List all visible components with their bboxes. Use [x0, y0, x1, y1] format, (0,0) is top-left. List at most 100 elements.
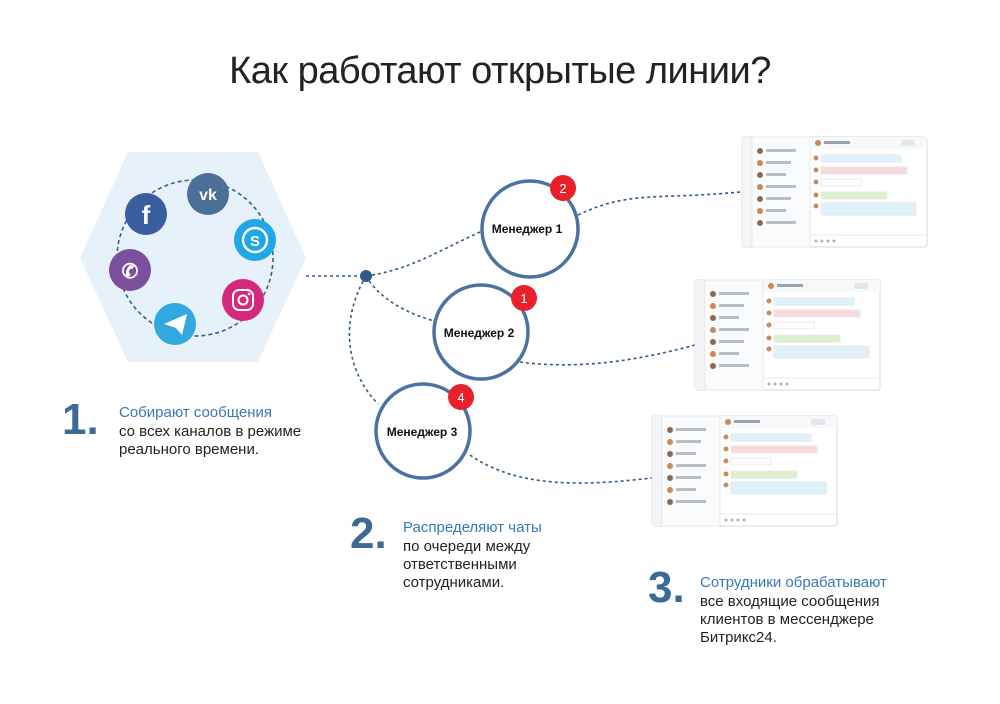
- contact-name: [676, 476, 701, 479]
- contact-name: [766, 197, 791, 200]
- message-avatar: [813, 167, 819, 173]
- message-avatar: [813, 179, 819, 185]
- manager-1-label: Менеджер 1: [492, 222, 563, 236]
- window-toolbar: [742, 137, 752, 247]
- contact-name: [766, 173, 786, 176]
- window-toolbar: [695, 280, 705, 390]
- contact-avatar: [667, 427, 673, 433]
- message-avatar: [723, 446, 729, 452]
- contact-avatar: [667, 463, 673, 469]
- chat-title: [824, 141, 850, 144]
- message-avatar: [723, 482, 729, 488]
- contact-name: [766, 149, 796, 152]
- contact-avatar: [667, 499, 673, 505]
- manager-3-node: Менеджер 3 4: [374, 382, 474, 480]
- manager-1-badge-count: 2: [559, 181, 566, 196]
- viber-icon: ✆: [109, 249, 151, 291]
- contact-name: [719, 364, 749, 367]
- svg-text:✆: ✆: [122, 261, 139, 283]
- contact-name: [676, 500, 706, 503]
- contact-avatar: [757, 184, 763, 190]
- contact-name: [766, 185, 796, 188]
- contact-name: [676, 428, 706, 431]
- input-tool-icon: [814, 239, 818, 243]
- skype-icon: S: [234, 219, 276, 261]
- message-bubble: [730, 433, 812, 442]
- input-tool-icon: [773, 382, 777, 386]
- svg-text:S: S: [250, 233, 260, 250]
- message-bubble: [773, 334, 841, 343]
- contact-avatar: [710, 351, 716, 357]
- chat-title: [734, 420, 760, 423]
- contact-avatar: [667, 487, 673, 493]
- manager-1-badge: [550, 175, 576, 201]
- contact-name: [676, 452, 696, 455]
- contact-name: [719, 304, 744, 307]
- step-2-heading: Распределяют чаты: [403, 519, 542, 536]
- message-bubble: [820, 202, 917, 216]
- manager-2-badge: [511, 285, 537, 311]
- contact-name: [719, 352, 739, 355]
- manager-3-badge-count: 4: [457, 390, 464, 405]
- chat-header: [720, 416, 837, 428]
- contact-name: [719, 328, 749, 331]
- message-avatar: [723, 434, 729, 440]
- contact-avatar: [757, 172, 763, 178]
- contacts-panel: [704, 279, 764, 391]
- svg-text:vk: vk: [199, 187, 217, 204]
- contact-avatar: [757, 220, 763, 226]
- contact-avatar: [757, 160, 763, 166]
- contact-avatar: [667, 475, 673, 481]
- chat-title: [777, 284, 803, 287]
- connector-hub-manager-2: [365, 275, 439, 323]
- contact-avatar: [757, 148, 763, 154]
- message-bubble: [820, 154, 902, 163]
- message-bubble: [773, 345, 870, 359]
- chat-header: [763, 280, 880, 292]
- message-bubble: [730, 470, 798, 479]
- message-avatar: [723, 471, 729, 477]
- message-avatar: [766, 310, 772, 316]
- step-1-heading: Собирают сообщения: [119, 404, 273, 421]
- input-tool-icon: [736, 518, 740, 522]
- contacts-panel: [751, 136, 811, 248]
- message-avatar: [813, 155, 819, 161]
- message-bubble: [820, 178, 862, 187]
- step-3: 3. Сотрудники обрабатывают все входящие …: [648, 566, 948, 656]
- telegram-icon: [154, 303, 196, 345]
- message-avatar: [766, 298, 772, 304]
- input-tool-icon: [724, 518, 728, 522]
- contact-name: [766, 209, 786, 212]
- step-1-number: 1.: [62, 395, 99, 444]
- message-bubble: [773, 321, 815, 330]
- manager-1-node: Менеджер 1 2: [480, 175, 580, 279]
- input-tool-icon: [785, 382, 789, 386]
- input-tool-icon: [767, 382, 771, 386]
- input-tool-icon: [820, 239, 824, 243]
- contact-avatar: [667, 439, 673, 445]
- chat-action-button: [811, 419, 825, 425]
- manager-3-label: Менеджер 3: [387, 425, 458, 439]
- messenger-screenshot-2: [694, 279, 881, 391]
- step-2: 2. Распределяют чаты по очереди между от…: [350, 512, 610, 602]
- step-3-text: все входящие сообщения клиентов в мессен…: [700, 593, 880, 646]
- chat-avatar: [815, 140, 821, 146]
- contact-name: [719, 340, 744, 343]
- chat-action-button: [854, 283, 868, 289]
- contact-avatar: [710, 315, 716, 321]
- contact-avatar: [710, 363, 716, 369]
- chat-avatar: [768, 283, 774, 289]
- contact-name: [766, 221, 796, 224]
- manager-2-label: Менеджер 2: [444, 326, 515, 340]
- contact-avatar: [710, 339, 716, 345]
- message-avatar: [766, 346, 772, 352]
- step-1-text: со всех каналов в режиме реального време…: [119, 423, 302, 458]
- contact-avatar: [667, 451, 673, 457]
- connector-manager-1-chat: [577, 191, 741, 216]
- input-tool-icon: [779, 382, 783, 386]
- step-3-heading: Сотрудники обрабатывают: [700, 574, 887, 591]
- contact-name: [719, 292, 749, 295]
- message-bubble: [773, 297, 855, 306]
- contact-avatar: [710, 291, 716, 297]
